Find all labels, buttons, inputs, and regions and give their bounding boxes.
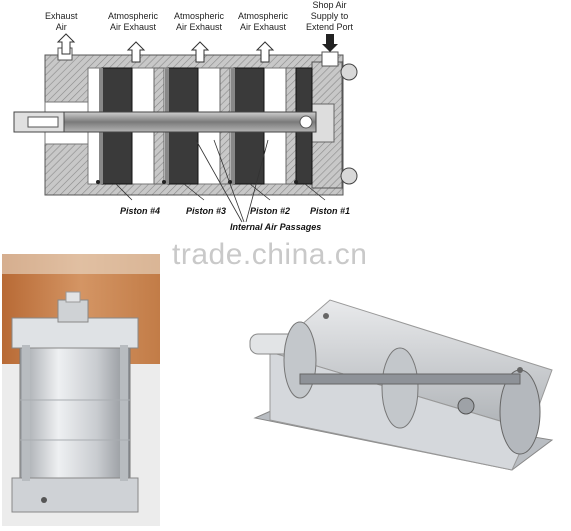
watermark: trade.china.cn: [172, 238, 368, 271]
internal-air-passages-label: Internal Air Passages: [230, 222, 322, 232]
exhaust-arrows: [56, 33, 275, 63]
cutaway-model: [249, 299, 554, 471]
exhaust-air-label: Exhaust Air: [45, 11, 78, 32]
piston-4-label: Piston #4: [120, 206, 161, 216]
piston-2-label: Piston #2: [250, 206, 291, 216]
ports: [57, 47, 358, 185]
piston-3-label: Piston #3: [186, 206, 227, 216]
cylinder-photo: [2, 254, 160, 526]
atmospheric-exhaust-label-1: Atmospheric Air Exhaust: [108, 11, 159, 32]
piston-rod: [13, 111, 317, 133]
supply-arrow-icon: [322, 34, 338, 52]
atmospheric-exhaust-label-3: Atmospheric Air Exhaust: [238, 11, 289, 32]
piston-1-label: Piston #1: [310, 206, 351, 216]
atmospheric-exhaust-label-2: Atmospheric Air Exhaust: [174, 11, 225, 32]
shop-air-label: Shop Air Supply to Extend Port: [306, 0, 354, 32]
leader-lines: [115, 139, 326, 223]
